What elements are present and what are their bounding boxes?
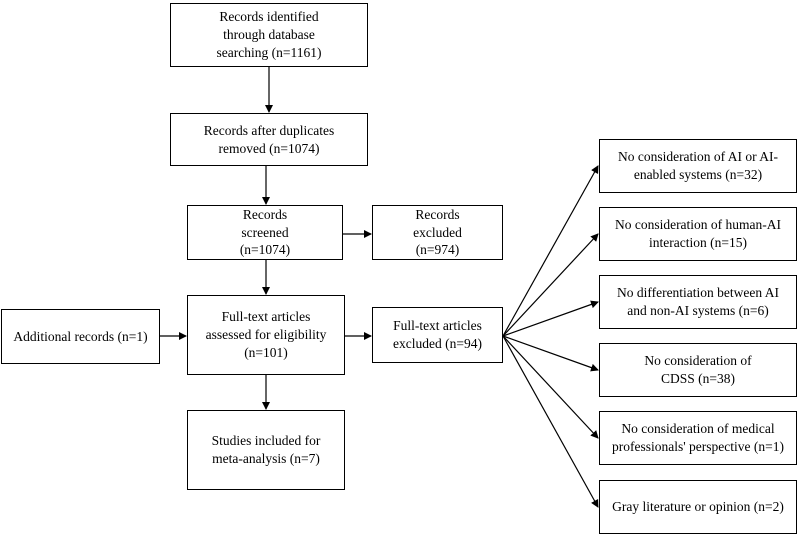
records-after-duplicates-text: Records after duplicates removed (n=1074… <box>203 122 335 156</box>
records-screened-text: Records screened (n=1074) <box>239 206 291 258</box>
additional-records-text: Additional records (n=1) <box>13 328 148 344</box>
exclusion-reason-text-3: No differentiation between AI and non-AI… <box>616 285 780 318</box>
exclusion-reason-text-5: No consideration of medical professional… <box>612 421 784 454</box>
exclusion-reason-box-3: No differentiation between AI and non-AI… <box>599 275 797 329</box>
exclusion-reason-text-4: No consideration of CDSS (n=38) <box>644 353 752 386</box>
records-identified-text: Records identified through database sear… <box>216 9 322 60</box>
fulltext-excluded-box: Full-text articles excluded (n=94) <box>372 307 503 363</box>
records-identified-box: Records identified through database sear… <box>170 3 368 67</box>
exclusion-reason-text-6: Gray literature or opinion (n=2) <box>612 499 784 515</box>
records-after-duplicates-box: Records after duplicates removed (n=1074… <box>170 113 368 166</box>
arrow-reason-5 <box>502 335 599 439</box>
fulltext-excluded-text: Full-text articles excluded (n=94) <box>393 318 482 351</box>
exclusion-reason-text-1: No consideration of AI or AI-enabled sys… <box>617 149 779 182</box>
fulltext-assessed-box: Full-text articles assessed for eligibil… <box>187 295 345 375</box>
records-excluded-box: Records excluded (n=974) <box>372 205 503 260</box>
exclusion-reason-box-5: No consideration of medical professional… <box>599 411 797 465</box>
arrow-reason-2 <box>502 233 599 337</box>
exclusion-reason-box-1: No consideration of AI or AI-enabled sys… <box>599 139 797 193</box>
records-excluded-text: Records excluded (n=974) <box>413 206 462 258</box>
fulltext-assessed-text: Full-text articles assessed for eligibil… <box>205 309 327 360</box>
arrow-reason-6 <box>502 335 599 508</box>
exclusion-reason-text-2: No consideration of human-AI interaction… <box>614 217 782 250</box>
arrow-reason-4 <box>502 335 599 372</box>
arrow-reason-1 <box>502 165 599 337</box>
arrow-reason-3 <box>502 300 599 337</box>
exclusion-reason-box-2: No consideration of human-AI interaction… <box>599 207 797 261</box>
studies-included-box: Studies included for meta-analysis (n=7) <box>187 410 345 490</box>
studies-included-text: Studies included for meta-analysis (n=7) <box>211 433 321 466</box>
exclusion-reason-box-6: Gray literature or opinion (n=2) <box>599 480 797 534</box>
additional-records-box: Additional records (n=1) <box>1 309 160 364</box>
records-screened-box: Records screened (n=1074) <box>187 205 343 260</box>
exclusion-reason-box-4: No consideration of CDSS (n=38) <box>599 343 797 397</box>
